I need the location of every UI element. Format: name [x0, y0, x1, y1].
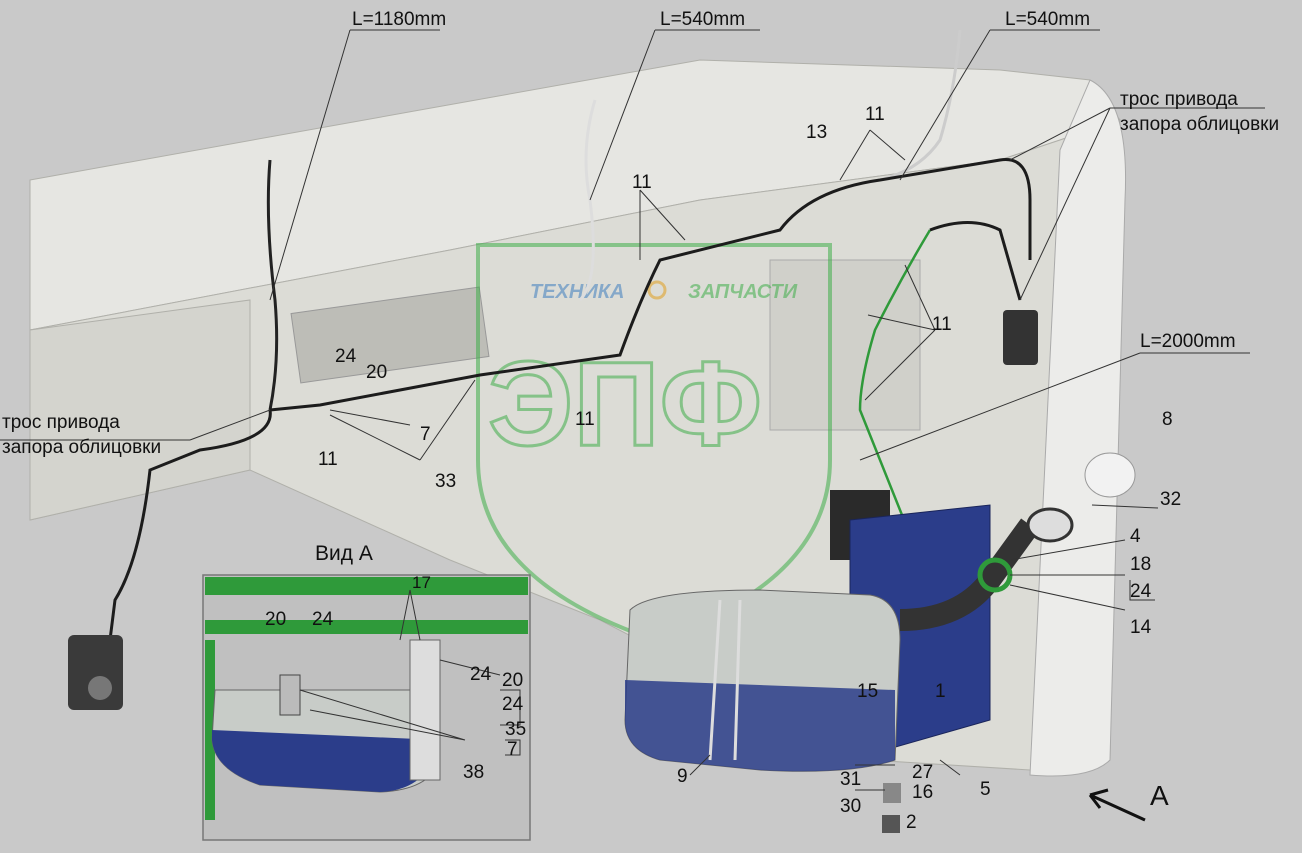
cable-label-left-2: запора облицовки: [2, 437, 161, 458]
inset-bracket: [409, 639, 441, 781]
part-24-right: 24: [1130, 581, 1152, 602]
inset-tank-bottom: [212, 730, 440, 792]
view-direction-arrow: [1088, 788, 1146, 822]
part-18: 18: [1130, 554, 1151, 575]
part-14: 14: [1130, 617, 1152, 638]
inset-rail-left: [205, 640, 215, 820]
length-label-2000: L=2000mm: [1140, 331, 1236, 352]
part-15: 15: [857, 681, 878, 702]
washer-tank-bottom: [625, 680, 895, 772]
part-16: 16: [912, 782, 933, 803]
part-31: 31: [840, 769, 861, 790]
part-4: 4: [1130, 526, 1141, 547]
part-11-center: 11: [575, 409, 595, 430]
part-11-mid-left: 11: [632, 172, 652, 193]
part-13: 13: [806, 122, 827, 143]
cable-label-right-1: трос привода: [1120, 89, 1238, 110]
inset-part-20-b: 20: [502, 670, 523, 691]
part-30: 30: [840, 796, 861, 817]
view-letter: A: [1150, 780, 1169, 811]
inset-part-7: 7: [507, 739, 518, 760]
tank-cap: [1084, 452, 1136, 498]
lock-mechanism-right: [1003, 310, 1038, 365]
cable-lock-right: [929, 221, 1022, 301]
part-11-top: 11: [865, 104, 885, 125]
inset-rail-top: [205, 577, 528, 595]
rear-panel-recess: [769, 259, 921, 431]
drain-fitting: [883, 783, 901, 803]
inset-part-17: 17: [412, 573, 431, 592]
part-7: 7: [420, 424, 431, 445]
part-20: 20: [366, 362, 387, 383]
filler-neck-opening: [1026, 507, 1074, 543]
part-33: 33: [435, 471, 456, 492]
length-label-1180: L=1180mm: [352, 9, 446, 30]
inset-title: Вид А: [315, 542, 373, 565]
inset-rail-middle: [205, 620, 528, 634]
cable-main-run: [269, 158, 1032, 412]
cable-l540-b: [879, 29, 962, 182]
inset-part-20-a: 20: [265, 609, 286, 630]
part-1: 1: [935, 681, 946, 702]
drain-valve: [882, 815, 900, 833]
inset-view-a: [202, 574, 531, 841]
part-5: 5: [980, 779, 991, 800]
part-9: 9: [677, 766, 688, 787]
inset-part-24-b: 24: [470, 664, 492, 685]
cab-window-opening: [290, 286, 490, 384]
watermark-main: ЭПФ: [488, 337, 762, 471]
part-8: 8: [1162, 409, 1173, 430]
inset-pump: [279, 674, 301, 716]
lock-roller-left: [88, 676, 112, 700]
cable-lock-left: [108, 409, 272, 641]
length-label-540-b: L=540mm: [1005, 9, 1090, 30]
cab-left-panel: [29, 299, 251, 521]
cable-l1180: [266, 159, 279, 411]
watermark-top-right: ЗАПЧАСТИ: [688, 281, 798, 303]
watermark-top-left: ТЕХНИКА: [530, 281, 624, 303]
part-27: 27: [912, 762, 933, 783]
watermark-gear-icon: [647, 280, 667, 300]
part-32: 32: [1160, 489, 1181, 510]
leader-lines: [0, 29, 1265, 791]
part-24: 24: [335, 346, 357, 367]
part-11-mid-right: 11: [932, 314, 952, 335]
tank-strap: [708, 599, 742, 761]
length-label-540-a: L=540mm: [660, 9, 745, 30]
cable-label-left-1: трос привода: [2, 412, 120, 433]
cable-l2000: [858, 229, 932, 561]
inset-part-24-a: 24: [312, 609, 334, 630]
inset-part-24-c: 24: [502, 694, 524, 715]
filler-neck: [899, 518, 1039, 631]
part-2: 2: [906, 812, 917, 833]
inset-part-38: 38: [463, 762, 484, 783]
watermark: ТЕХНИКА ЗАПЧАСТИ ЭПФ: [476, 243, 832, 643]
cable-label-right-2: запора облицовки: [1120, 114, 1279, 135]
part-11-left: 11: [318, 449, 338, 470]
inset-part-35: 35: [505, 719, 526, 740]
